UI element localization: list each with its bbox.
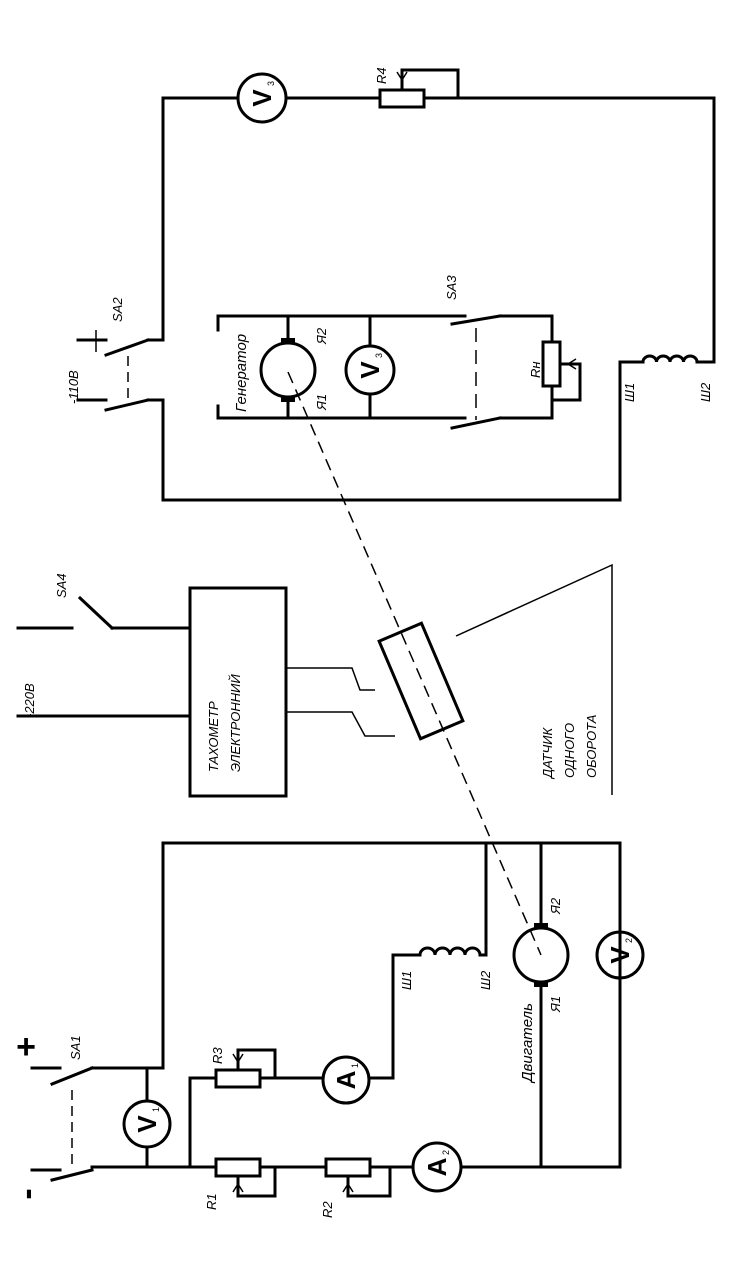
tachometer-title-line2: ЭЛЕКТРОННИЙ (227, 674, 243, 772)
svg-text:A: A (422, 1157, 452, 1176)
generator-field-w1-label: Ш1 (622, 383, 637, 402)
sa1-blade-bottom (50, 1168, 94, 1182)
shaft-axis (287, 371, 542, 956)
r4-resistor (378, 88, 426, 109)
motor-y1-label: Я1 (548, 996, 563, 1013)
v3-generator-index: 3 (374, 353, 384, 358)
r1-resistor (214, 1157, 262, 1178)
r1-label: R1 (204, 1193, 219, 1210)
motor-label: Двигатель (519, 1003, 536, 1084)
sa3-blade-top (450, 314, 502, 326)
sa4-blade (77, 595, 115, 631)
tachometer-section: SA4 -220В ТАХОМЕТР ЭЛЕКТРОННИЙ (16, 573, 395, 798)
motor-circuit: V A A V + - SA1 R3 R1 R2 Ш1 Ш2 Двигатель… (8, 841, 645, 1218)
minus-sign: - (8, 1188, 46, 1199)
sa2-label: SA2 (110, 297, 125, 322)
generator-field-w2-label: Ш2 (698, 382, 713, 402)
sa2-blade-bottom (104, 398, 150, 412)
tachometer-title-line1: ТАХОМЕТР (206, 701, 221, 772)
motor-armature (512, 923, 570, 987)
generator-y1-label: Я1 (314, 394, 329, 411)
sa4-label: SA4 (54, 573, 69, 598)
r3-resistor (214, 1068, 262, 1089)
sa3-blade-bottom (450, 416, 502, 430)
generator-y2-label: Я2 (314, 327, 329, 345)
motor-field-w1-label: Ш1 (399, 971, 414, 990)
generator-field-winding (618, 354, 716, 364)
tachometer-supply-label: -220В (22, 683, 37, 718)
v3-top-index: 3 (266, 81, 276, 86)
sensor-label-line3: ОБОРОТА (584, 715, 599, 778)
ammeter-a1: A (321, 1055, 371, 1105)
a1-index: 1 (350, 1063, 360, 1068)
voltmeter-v3-top: V (236, 72, 288, 124)
svg-text:V: V (132, 1115, 162, 1133)
motor-y2-label: Я2 (548, 897, 563, 915)
sa2-blade-top (104, 338, 150, 357)
generator-supply-label: -110В (66, 370, 81, 404)
motor-field-w2-label: Ш2 (478, 970, 493, 990)
svg-text:A: A (331, 1070, 361, 1089)
v1-index: 1 (151, 1107, 161, 1112)
v2-index: 2 (624, 938, 634, 943)
generator-label: Генератор (233, 334, 250, 412)
generator-circuit: V V (66, 67, 716, 502)
sensor-leader (455, 563, 613, 795)
revolution-sensor: ДАТЧИК ОДНОГО ОБОРОТА (377, 563, 613, 795)
r3-label: R3 (210, 1047, 225, 1064)
sa1-label: SA1 (68, 1035, 83, 1060)
sensor-label-line1: ДАТЧИК (540, 726, 555, 780)
svg-text:V: V (247, 89, 277, 107)
ammeter-a2: A (411, 1141, 463, 1193)
load-resistor (541, 340, 562, 388)
tachometer-box (188, 586, 288, 798)
voltmeter-v3-generator: V (344, 344, 396, 396)
r4-label: R4 (374, 67, 389, 84)
plus-sign: + (16, 1028, 36, 1066)
voltmeter-v1: V (122, 1099, 172, 1149)
sensor-label-line2: ОДНОГО (562, 723, 577, 778)
load-label: Rн (528, 361, 543, 378)
sensor-body (377, 621, 465, 741)
svg-text:V: V (355, 361, 385, 379)
voltmeter-v2: V (595, 930, 645, 980)
sa3-label: SA3 (444, 275, 459, 300)
r2-resistor (324, 1157, 372, 1178)
motor-field-winding (418, 946, 482, 957)
sa1-blade-top (50, 1066, 94, 1086)
r2-label: R2 (320, 1201, 335, 1218)
a2-index: 2 (441, 1150, 451, 1155)
svg-text:V: V (605, 946, 635, 964)
generator-armature (259, 338, 317, 402)
